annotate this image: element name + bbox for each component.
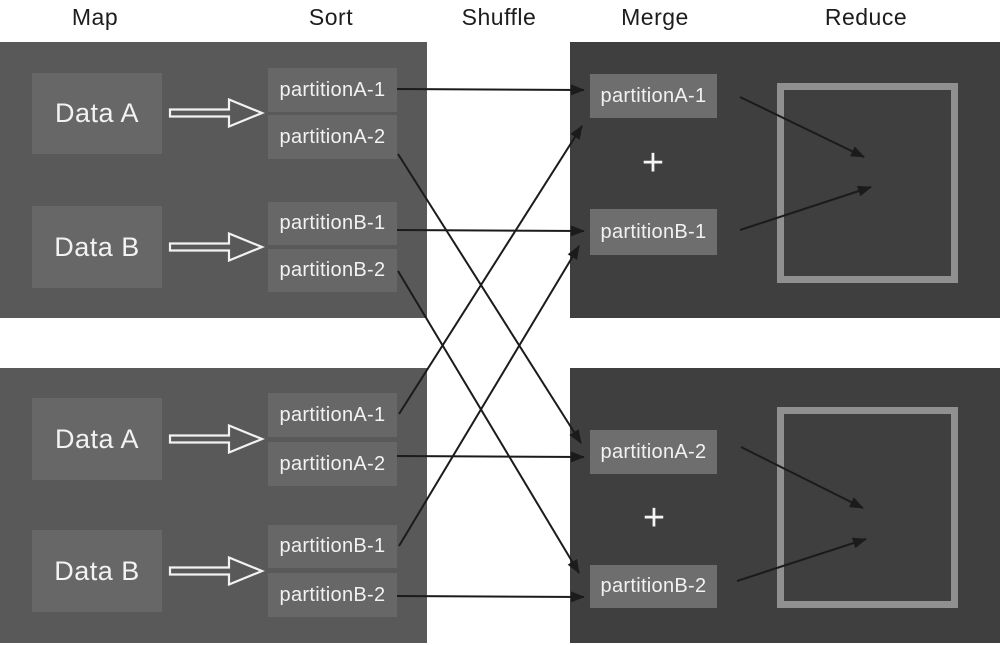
stage-label-sort: Sort (308, 4, 354, 30)
partition-box: partitionA-1 (268, 393, 397, 437)
map-task-panel-bottom: Data A Data B partitionA-1 partitionA-2 … (0, 368, 427, 643)
partition-box: partitionB-1 (590, 209, 717, 255)
stage-label-shuffle: Shuffle (461, 4, 537, 30)
data-b-box: Data B (32, 530, 162, 612)
partition-box: partitionB-2 (590, 565, 717, 608)
partition-box: partitionB-1 (268, 202, 397, 245)
partition-box: partitionA-2 (590, 430, 717, 474)
map-task-panel-top: Data A Data B partitionA-1 partitionA-2 … (0, 42, 427, 318)
reduce-task-panel-bottom: partitionA-2 + partitionB-2 (570, 368, 1000, 643)
partition-box: partitionA-1 (268, 68, 397, 112)
stage-label-merge: Merge (621, 4, 689, 30)
stage-label-reduce: Reduce (824, 4, 908, 30)
data-b-box: Data B (32, 206, 162, 288)
partition-box: partitionB-2 (268, 573, 397, 617)
partition-box: partitionA-2 (268, 115, 397, 159)
merge-plus: + (641, 142, 665, 184)
stage-label-map: Map (71, 4, 119, 30)
reduce-task-panel-top: partitionA-1 + partitionB-1 (570, 42, 1000, 318)
data-a-box: Data A (32, 398, 162, 480)
partition-box: partitionA-2 (268, 442, 397, 486)
partition-box: partitionB-1 (268, 525, 397, 568)
merge-plus: + (642, 497, 666, 539)
partition-box: partitionB-2 (268, 249, 397, 292)
partition-box: partitionA-1 (590, 74, 717, 118)
data-a-box: Data A (32, 73, 162, 154)
